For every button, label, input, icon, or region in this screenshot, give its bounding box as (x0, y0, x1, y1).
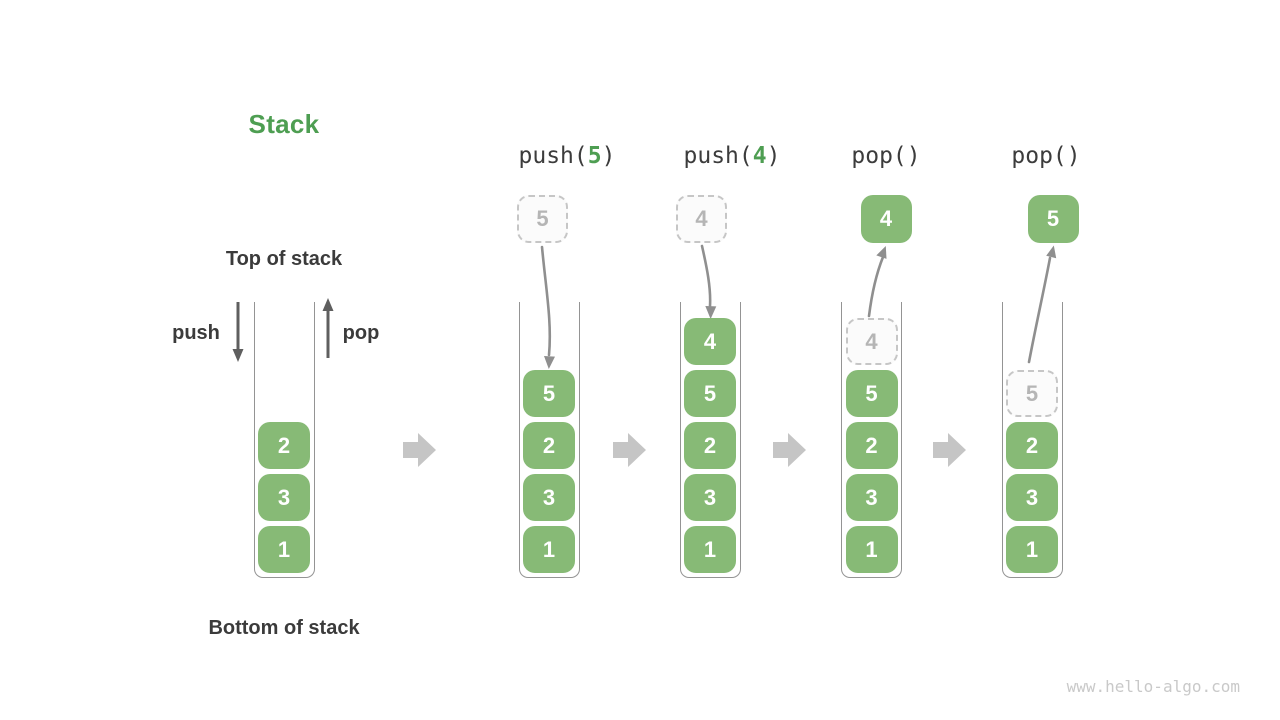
stack-cell: 5 (845, 370, 898, 417)
op-pre: pop( (851, 143, 907, 169)
stack-cell: 3 (523, 474, 575, 521)
pop5-curved-arrow (1027, 245, 1057, 364)
op-post: ) (906, 143, 921, 169)
operation-label-pop-first: pop() (851, 143, 920, 169)
push-label: push (172, 322, 220, 344)
incoming-element-push-5: 5 (517, 195, 568, 243)
stack-cell: 2 (523, 422, 575, 469)
stack-cell: 2 (845, 422, 898, 469)
stack-cell: 5 (523, 370, 575, 417)
stack-container-pop-first: 4 5 2 3 1 (841, 302, 902, 578)
transition-arrow-2 (613, 433, 646, 467)
stack-cell: 1 (1006, 526, 1058, 573)
op-post: ) (601, 143, 616, 169)
stack-container-push-4: 4 5 2 3 1 (679, 302, 741, 578)
stack-container-push-5: 5 2 3 1 (518, 302, 580, 578)
stack-cell: 3 (684, 474, 736, 521)
op-post: ) (1066, 143, 1081, 169)
op-pre: pop( (1011, 143, 1067, 169)
stack-cell-dashed: 4 (845, 318, 898, 365)
operation-label-push-5: push(5) (519, 143, 616, 169)
stack-cell: 3 (845, 474, 898, 521)
watermark: www.hello-algo.com (1066, 677, 1240, 696)
pop-label: pop (342, 322, 380, 344)
pop-up-arrow (322, 298, 334, 358)
stack-cell: 5 (684, 370, 736, 417)
operation-label-pop-second: pop() (1011, 143, 1080, 169)
stack-cell: 2 (258, 422, 310, 469)
incoming-element-push-4: 4 (676, 195, 727, 243)
top-of-stack-label: Top of stack (225, 248, 343, 270)
stack-cell: 1 (258, 526, 310, 573)
op-pre: push( (683, 143, 753, 169)
push5-curved-arrow (540, 245, 555, 369)
op-pre: push( (518, 143, 588, 169)
stack-cell: 2 (684, 422, 736, 469)
stack-cell: 3 (1006, 474, 1058, 521)
stack-cell: 4 (684, 318, 736, 365)
op-post: ) (766, 143, 781, 169)
op-arg: 5 (587, 143, 602, 169)
stack-container-initial: 2 3 1 (253, 302, 315, 578)
stack-cell: 1 (684, 526, 736, 573)
stack-cell: 1 (523, 526, 575, 573)
push-down-arrow (232, 302, 244, 362)
transition-arrow-1 (403, 433, 436, 467)
popped-element-pop-first: 4 (860, 195, 912, 243)
stack-container-pop-second: 5 2 3 1 (1001, 302, 1063, 578)
stack-cell: 2 (1006, 422, 1058, 469)
transition-arrow-3 (773, 433, 806, 467)
transition-arrow-4 (933, 433, 966, 467)
diagram-title: Stack (248, 109, 320, 139)
stack-cell: 1 (845, 526, 898, 573)
stack-cell: 3 (258, 474, 310, 521)
pop4-curved-arrow (867, 246, 887, 318)
popped-element-pop-second: 5 (1027, 195, 1079, 243)
operation-label-push-4: push(4) (684, 143, 781, 169)
bottom-of-stack-label: Bottom of stack (208, 617, 360, 639)
push4-curved-arrow (700, 244, 717, 319)
stack-cell-dashed: 5 (1006, 370, 1058, 417)
op-arg: 4 (752, 143, 767, 169)
